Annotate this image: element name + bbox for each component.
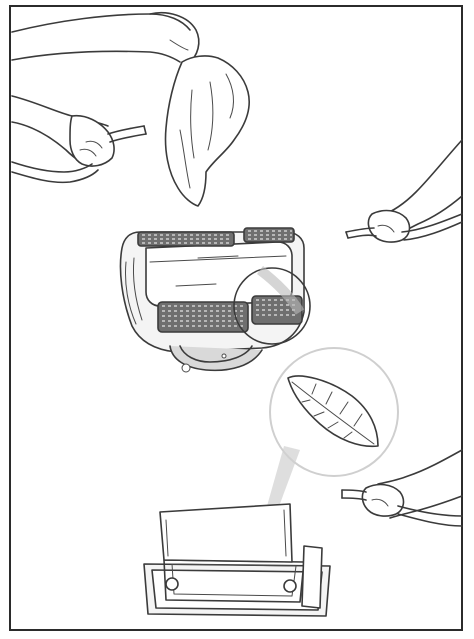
cloth-icon bbox=[166, 56, 250, 206]
arm-with-cloth bbox=[12, 13, 199, 64]
filter-tray-icon bbox=[144, 504, 330, 616]
left-arm-with-hose bbox=[12, 96, 114, 166]
right-arm-with-hose-upper bbox=[346, 140, 462, 242]
